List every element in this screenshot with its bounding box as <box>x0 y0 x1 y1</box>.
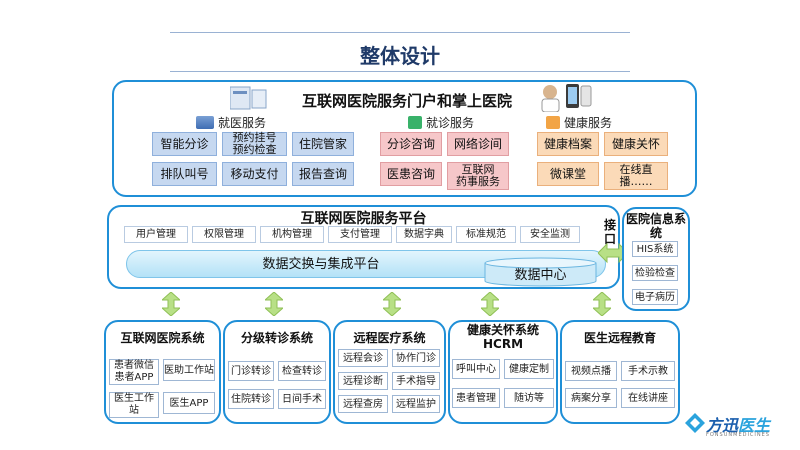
brand-logo-icon <box>684 412 706 434</box>
item-outpatient-referral[interactable]: 门诊转诊 <box>228 361 274 381</box>
interface-label: 接口 <box>604 218 617 246</box>
item-collab-clinic[interactable]: 协作门诊 <box>392 349 440 367</box>
title-rule <box>170 71 630 72</box>
item-mobile-payment[interactable]: 移动支付 <box>222 162 287 186</box>
building-icon <box>196 116 214 129</box>
item-inpatient-referral[interactable]: 住院转诊 <box>228 389 274 409</box>
arrow-icon <box>160 291 182 317</box>
system-title: 互联网医院系统 <box>120 331 205 345</box>
item-remote-monitor[interactable]: 远程监护 <box>392 395 440 413</box>
system-title: 健康关怀系统 HCRM <box>466 323 539 351</box>
item-day-surgery[interactable]: 日间手术 <box>278 389 326 409</box>
section-label: 就医服务 <box>218 116 267 130</box>
item-triage-consult[interactable]: 分诊咨询 <box>380 132 442 156</box>
item-case-share[interactable]: 病案分享 <box>565 388 617 408</box>
item-remote-rounds[interactable]: 远程查房 <box>338 395 388 413</box>
item-smart-triage[interactable]: 智能分诊 <box>152 132 217 156</box>
brand-subtitle: FONSUNMEDICINES <box>706 432 770 438</box>
doctor-phone-icon <box>540 82 592 113</box>
item-surgery-demo[interactable]: 手术示教 <box>621 361 675 381</box>
section-health-service: 健康服务 <box>546 114 612 131</box>
item-patient-mgmt[interactable]: 患者管理 <box>452 388 500 408</box>
section-label: 就诊服务 <box>426 116 475 130</box>
section-medical-service: 就医服务 <box>196 114 266 131</box>
item-health-record[interactable]: 健康档案 <box>537 132 599 156</box>
item-exam-referral[interactable]: 检查转诊 <box>278 361 326 381</box>
section-label: 健康服务 <box>564 116 613 130</box>
his-lab-exam[interactable]: 检验检查 <box>632 265 678 281</box>
item-micro-class[interactable]: 微课堂 <box>537 162 599 186</box>
health-icon <box>546 116 560 129</box>
arrow-icon <box>591 291 613 317</box>
tool-data-dictionary[interactable]: 数据字典 <box>396 226 452 243</box>
item-doctor-app[interactable]: 医生APP <box>163 392 215 414</box>
tool-standards[interactable]: 标准规范 <box>456 226 516 243</box>
item-health-custom[interactable]: 健康定制 <box>504 359 554 379</box>
page-title: 整体设计 <box>360 44 440 68</box>
tool-permission-mgmt[interactable]: 权限管理 <box>192 226 256 243</box>
tool-org-mgmt[interactable]: 机构管理 <box>260 226 324 243</box>
system-title: 远程医疗系统 <box>353 331 426 345</box>
item-appointment[interactable]: 预约挂号 预约检查 <box>222 132 287 156</box>
item-inpatient-butler[interactable]: 住院管家 <box>292 132 354 156</box>
system-title: 医生远程教育 <box>583 331 656 345</box>
item-online-clinic[interactable]: 网络诊间 <box>447 132 509 156</box>
item-follow-up[interactable]: 随访等 <box>504 388 554 408</box>
item-pharmacy-service[interactable]: 互联网 药事服务 <box>447 162 509 190</box>
arrow-icon <box>479 291 501 317</box>
portal-title: 互联网医院服务门户和掌上医院 <box>301 92 512 110</box>
item-queue-calling[interactable]: 排队叫号 <box>152 162 217 186</box>
platform-title: 互联网医院服务平台 <box>300 211 427 227</box>
arrow-icon <box>263 291 285 317</box>
top-rule <box>170 32 630 33</box>
system-title: 分级转诊系统 <box>240 331 313 345</box>
brand-name: 方迅医生 <box>706 416 771 435</box>
item-remote-consult[interactable]: 远程会诊 <box>338 349 388 367</box>
data-center-label: 数据中心 <box>514 268 567 283</box>
item-doctor-patient-consult[interactable]: 医患咨询 <box>380 162 442 186</box>
item-assistant-station[interactable]: 医助工作站 <box>163 359 215 381</box>
arrow-icon <box>381 291 403 317</box>
item-video-on-demand[interactable]: 视频点播 <box>565 361 617 381</box>
tool-user-mgmt[interactable]: 用户管理 <box>124 226 188 243</box>
item-online-lecture[interactable]: 在线讲座 <box>621 388 675 408</box>
item-call-center[interactable]: 呼叫中心 <box>452 359 500 379</box>
clinic-icon <box>408 116 422 129</box>
his-title: 医院信息系统 <box>625 212 686 240</box>
item-live-stream[interactable]: 在线直 播…… <box>604 162 668 190</box>
tool-security-monitor[interactable]: 安全监测 <box>520 226 580 243</box>
section-visit-service: 就诊服务 <box>408 114 474 131</box>
item-doctor-station[interactable]: 医生工作 站 <box>109 392 159 418</box>
item-report-query[interactable]: 报告查询 <box>292 162 354 186</box>
screenshot-icon <box>229 86 274 110</box>
item-remote-diagnosis[interactable]: 远程诊断 <box>338 372 388 390</box>
data-center-cylinder <box>483 257 598 287</box>
tool-payment-mgmt[interactable]: 支付管理 <box>328 226 392 243</box>
item-patient-wechat-app[interactable]: 患者微信 患者APP <box>109 359 159 385</box>
item-health-care[interactable]: 健康关怀 <box>604 132 668 156</box>
his-system[interactable]: HIS系统 <box>632 241 678 257</box>
his-emr[interactable]: 电子病历 <box>632 289 678 305</box>
item-surgery-guidance[interactable]: 手术指导 <box>392 372 440 390</box>
